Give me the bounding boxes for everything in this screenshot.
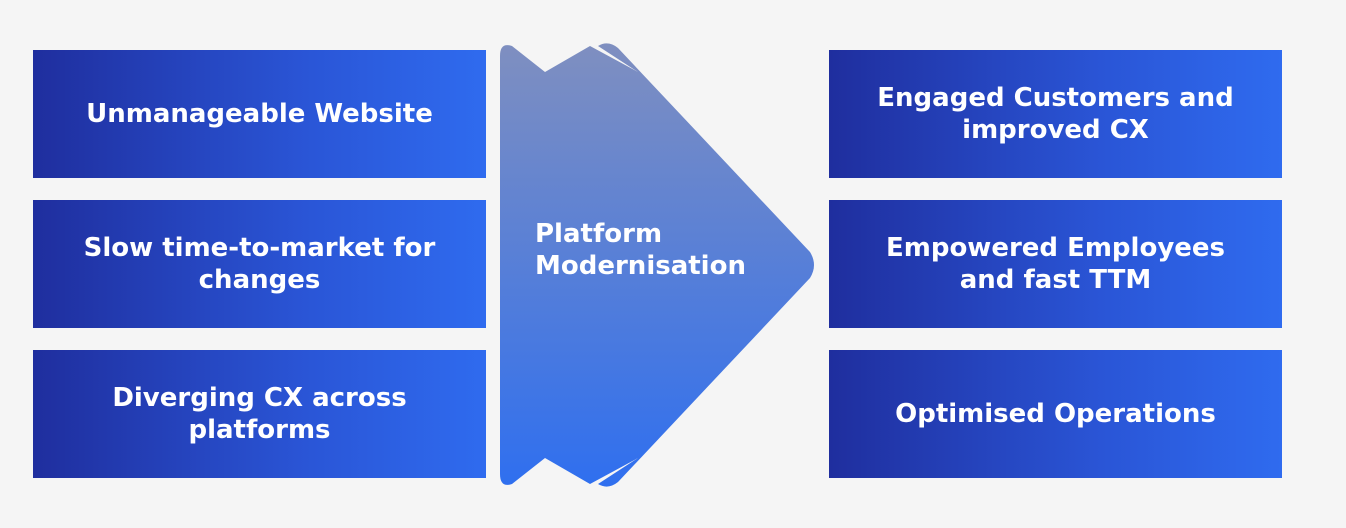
platform-modernisation-chevron-arrow (500, 43, 814, 487)
outcome-box-engaged-customers: Engaged Customers and improved CX (829, 50, 1282, 178)
problem-box-unmanageable-website: Unmanageable Website (33, 50, 486, 178)
problem-label: Slow time-to-market for changes (83, 233, 436, 295)
outcome-label: Engaged Customers and improved CX (877, 83, 1234, 145)
problem-box-diverging-cx: Diverging CX across platforms (33, 350, 486, 478)
center-label: Platform Modernisation (535, 219, 746, 281)
outcome-label: Optimised Operations (895, 399, 1216, 429)
chevron-arrow-shape (500, 43, 814, 487)
problem-label: Unmanageable Website (86, 99, 433, 129)
outcome-label: Empowered Employees and fast TTM (885, 233, 1226, 295)
problem-box-slow-ttm: Slow time-to-market for changes (33, 200, 486, 328)
problem-label: Diverging CX across platforms (112, 383, 407, 445)
outcome-box-empowered-employees: Empowered Employees and fast TTM (829, 200, 1282, 328)
outcome-box-optimised-operations: Optimised Operations (829, 350, 1282, 478)
